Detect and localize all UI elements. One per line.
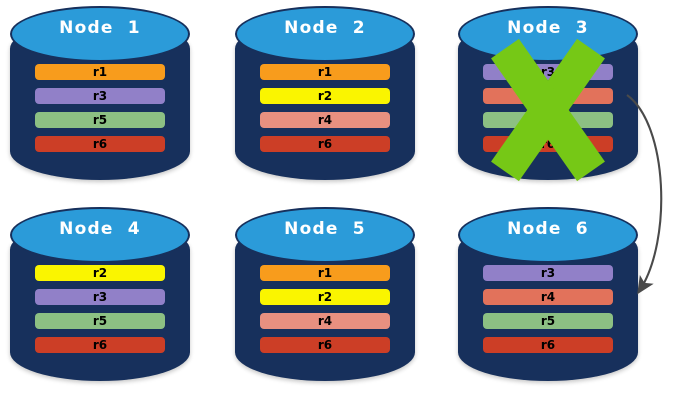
node-title: Node 4 [59, 219, 141, 239]
replica-item[interactable]: r6 [35, 136, 165, 152]
node-5[interactable]: Node 5 r1 r2 r4 r6 [235, 207, 415, 387]
replica-item[interactable]: r3 [35, 88, 165, 104]
node-1[interactable]: Node 1 r1 r3 r5 r6 [10, 6, 190, 186]
replica-list: r1 r2 r4 r6 [260, 64, 390, 152]
replica-item[interactable]: r3 [483, 64, 613, 80]
replica-item[interactable]: r3 [483, 265, 613, 281]
replica-item[interactable]: r2 [260, 88, 390, 104]
node-6[interactable]: Node 6 r3 r4 r5 r6 [458, 207, 638, 387]
node-title: Node 1 [59, 18, 141, 38]
replica-item[interactable]: r4 [260, 313, 390, 329]
cylinder-top [235, 6, 415, 62]
node-3[interactable]: Node 3 r3 r4 r5 r6 [458, 6, 638, 186]
replica-item[interactable]: r2 [35, 265, 165, 281]
node-4[interactable]: Node 4 r2 r3 r5 r6 [10, 207, 190, 387]
cylinder-top [10, 207, 190, 263]
replica-item[interactable]: r5 [35, 313, 165, 329]
replica-list: r3 r4 r5 r6 [483, 265, 613, 353]
replica-item[interactable]: r5 [483, 112, 613, 128]
replica-item[interactable]: r6 [260, 136, 390, 152]
replica-item[interactable]: r6 [483, 337, 613, 353]
replica-item[interactable]: r6 [35, 337, 165, 353]
replica-item[interactable]: r2 [260, 289, 390, 305]
replica-list: r3 r4 r5 r6 [483, 64, 613, 152]
replica-item[interactable]: r5 [483, 313, 613, 329]
replica-item[interactable]: r4 [483, 88, 613, 104]
node-title: Node 2 [284, 18, 366, 38]
node-title: Node 3 [507, 18, 589, 38]
cylinder-top [235, 207, 415, 263]
node-title: Node 5 [284, 219, 366, 239]
replica-list: r1 r3 r5 r6 [35, 64, 165, 152]
replica-item[interactable]: r4 [260, 112, 390, 128]
replica-item[interactable]: r6 [483, 136, 613, 152]
node-title: Node 6 [507, 219, 589, 239]
cylinder-top [10, 6, 190, 62]
replica-item[interactable]: r1 [260, 265, 390, 281]
replica-item[interactable]: r6 [260, 337, 390, 353]
cylinder-top [458, 207, 638, 263]
replica-item[interactable]: r5 [35, 112, 165, 128]
node-2[interactable]: Node 2 r1 r2 r4 r6 [235, 6, 415, 186]
replica-item[interactable]: r4 [483, 289, 613, 305]
replica-list: r2 r3 r5 r6 [35, 265, 165, 353]
replica-item[interactable]: r1 [260, 64, 390, 80]
replica-item[interactable]: r3 [35, 289, 165, 305]
replica-item[interactable]: r1 [35, 64, 165, 80]
replica-list: r1 r2 r4 r6 [260, 265, 390, 353]
